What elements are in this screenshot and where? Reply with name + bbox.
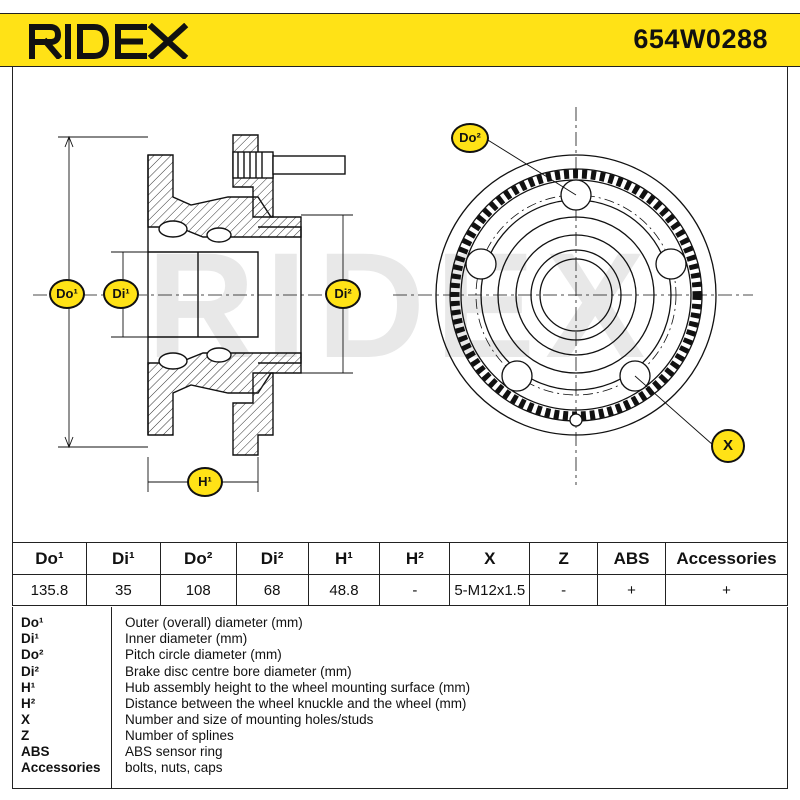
- label-do1: Do¹: [49, 279, 85, 309]
- spec-header-cell: X: [449, 542, 531, 575]
- spec-header-cell: Di¹: [85, 542, 161, 575]
- legend-row: H¹ Hub assembly height to the wheel moun…: [13, 680, 789, 696]
- legend-desc: bolts, nuts, caps: [125, 760, 223, 775]
- ridex-logo: [29, 23, 189, 59]
- legend-desc: Number of splines: [125, 728, 234, 743]
- legend-key: Di¹: [21, 631, 39, 646]
- legend-row: X Number and size of mounting holes/stud…: [13, 712, 789, 728]
- spec-value-cell: -: [529, 574, 599, 606]
- spec-value-cell: 48.8: [307, 574, 381, 606]
- legend-desc: ABS sensor ring: [125, 744, 223, 759]
- spec-header-cell: ABS: [597, 542, 666, 575]
- spec-value-cell: -: [379, 574, 451, 606]
- legend-key: Di²: [21, 664, 39, 679]
- legend-key: Do¹: [21, 615, 44, 630]
- legend-divider: [111, 607, 112, 789]
- hub-drawing-svg: RIDEX: [33, 107, 753, 492]
- spec-value-cell: 108: [159, 574, 237, 606]
- spec-header-cell: Do²: [159, 542, 237, 575]
- spec-value-cell: +: [597, 574, 666, 606]
- legend-key: ABS: [21, 744, 50, 759]
- label-di1: Di¹: [103, 279, 139, 309]
- spec-value-cell: 5-M12x1.5: [449, 574, 531, 606]
- legend-desc: Outer (overall) diameter (mm): [125, 615, 303, 630]
- spec-value-cell: +: [665, 574, 788, 606]
- legend-desc: Distance between the wheel knuckle and t…: [125, 696, 467, 711]
- legend-row: Di² Brake disc centre bore diameter (mm): [13, 664, 789, 680]
- legend-desc: Number and size of mounting holes/studs: [125, 712, 374, 727]
- legend-desc: Inner diameter (mm): [125, 631, 248, 646]
- spec-value-cell: 35: [85, 574, 161, 606]
- legend-key: X: [21, 712, 31, 727]
- technical-drawing: RIDEX: [12, 67, 788, 542]
- label-di2: Di²: [325, 279, 361, 309]
- label-h1: H¹: [187, 467, 223, 497]
- legend-row: H² Distance between the wheel knuckle an…: [13, 696, 789, 712]
- legend-key: Z: [21, 728, 30, 743]
- label-x: X: [711, 429, 745, 463]
- header-bar: 654W0288: [0, 13, 800, 67]
- legend-row: ABS ABS sensor ring: [13, 744, 789, 760]
- spec-header-cell: Di²: [235, 542, 309, 575]
- legend-row: Di¹ Inner diameter (mm): [13, 631, 789, 647]
- spec-header-row: Do¹ Di¹ Do² Di² H¹ H² X Z ABS Accessorie…: [12, 542, 788, 575]
- hub-front-view: [393, 107, 753, 485]
- spec-header-cell: H¹: [307, 542, 381, 575]
- part-number: 654W0288: [633, 24, 768, 54]
- legend-box: Do¹ Outer (overall) diameter (mm) Di¹ In…: [12, 607, 788, 789]
- legend-row: Do² Pitch circle diameter (mm): [13, 647, 789, 663]
- legend-desc: Pitch circle diameter (mm): [125, 647, 282, 662]
- spec-header-cell: Do¹: [12, 542, 87, 575]
- spec-value-cell: 135.8: [12, 574, 87, 606]
- label-do2: Do²: [451, 123, 489, 153]
- legend-key: Accessories: [21, 760, 101, 775]
- legend-key: H²: [21, 696, 36, 711]
- legend-row: Accessories bolts, nuts, caps: [13, 760, 789, 776]
- spec-header-cell: Z: [529, 542, 599, 575]
- legend-key: Do²: [21, 647, 44, 662]
- spec-table: Do¹ Di¹ Do² Di² H¹ H² X Z ABS Accessorie…: [12, 542, 788, 606]
- hub-side-view: [33, 134, 346, 456]
- spec-value-row: 135.8 35 108 68 48.8 - 5-M12x1.5 - + +: [12, 574, 788, 606]
- spec-header-cell: H²: [379, 542, 451, 575]
- spec-header-cell: Accessories: [665, 542, 788, 575]
- spec-value-cell: 68: [235, 574, 309, 606]
- legend-key: H¹: [21, 680, 36, 695]
- legend-row: Do¹ Outer (overall) diameter (mm): [13, 615, 789, 631]
- legend-desc: Brake disc centre bore diameter (mm): [125, 664, 352, 679]
- legend-desc: Hub assembly height to the wheel mountin…: [125, 680, 471, 695]
- legend-row: Z Number of splines: [13, 728, 789, 744]
